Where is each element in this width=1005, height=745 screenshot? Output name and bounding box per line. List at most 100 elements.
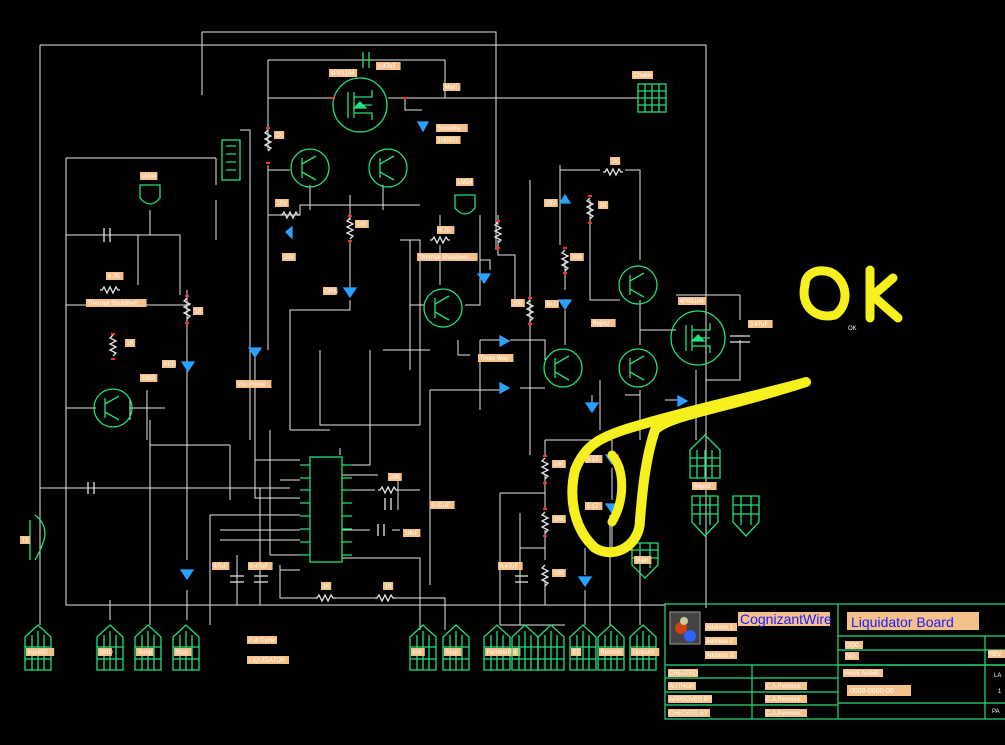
liquidator-label: LIQUIDATOR: [249, 658, 286, 664]
board-title: Liquidator Board: [851, 614, 954, 630]
connector-label: Input/O: [28, 650, 48, 656]
transistor-q4: [423, 288, 463, 328]
label-bg: [236, 380, 272, 388]
side-label-2: 1: [998, 689, 1002, 695]
mosfet-right: [670, 310, 726, 366]
connector-shapes: [631, 434, 760, 579]
label-bg: [598, 201, 609, 209]
pin-markers: [111, 97, 592, 537]
label-bg: [20, 536, 31, 544]
connector-2[interactable]: Temp: [134, 624, 162, 671]
label-bg: [552, 515, 566, 523]
connector-label: Stop: [176, 650, 189, 656]
side-label-3: PA: [992, 709, 1000, 715]
ok-annotation: [567, 265, 903, 558]
capacitors: [87, 228, 750, 583]
label-bg: [585, 455, 603, 463]
mosfet-top: [332, 77, 388, 133]
component-label-r-10k-b: 10K: [554, 517, 565, 523]
component-label-reject-b: Reject: [694, 484, 711, 490]
component-label-r-10k-c: 10K: [554, 571, 565, 577]
connector-4[interactable]: Ind: [409, 624, 437, 671]
label-bg: [631, 648, 660, 656]
connector-label: RemotePot: [487, 650, 517, 656]
component-label-c-001: 0.01uF: [432, 503, 451, 509]
connector-0[interactable]: Input/O: [24, 624, 55, 671]
component-label-main-b: Main: [636, 558, 649, 564]
title-block: [664, 603, 1005, 720]
component-label-r-10k-a: 10K: [554, 462, 565, 468]
label-bg: [585, 502, 603, 510]
choke-inductor: [637, 83, 667, 113]
component-label-r-1k-b: 1K: [127, 341, 134, 347]
ok-annotation-text: OK: [848, 326, 857, 332]
label-bg: [571, 648, 582, 656]
main-ic: [300, 456, 352, 563]
connector-label: Remote: [601, 650, 623, 656]
label-bg: [376, 62, 401, 70]
components: [29, 52, 760, 603]
label-bg: [478, 354, 514, 362]
label-bg: [511, 299, 525, 307]
full-cycle-label: Full Cycle: [249, 638, 276, 644]
label-bg: [748, 320, 773, 328]
component-label-r-1k-f: 1K: [323, 584, 330, 590]
label-bg: [323, 287, 337, 295]
transistor-q3: [93, 388, 133, 428]
approved-value: C.A.Pennock: [766, 697, 802, 703]
connector-label: GND: [100, 650, 114, 656]
component-label-grn: GRN: [325, 289, 338, 295]
label-bg: [174, 648, 192, 656]
label-bg: [456, 178, 474, 186]
label-bg: [140, 374, 158, 382]
lm34-sensor-mid: [454, 194, 476, 215]
component-label-t-label: T1: [22, 538, 30, 544]
author-label: AUTHOR: [669, 684, 695, 690]
label-bg: [436, 124, 468, 132]
component-label-cap-top: 0.47uF: [378, 64, 397, 70]
component-label-lm34-left: LM34: [142, 174, 158, 180]
connector-5[interactable]: Stop: [442, 624, 470, 671]
transistor-q5: [618, 265, 658, 305]
label-bg: [411, 648, 425, 656]
component-label-r-1k-a: 1K: [276, 133, 283, 139]
component-label-lm34-mid: LM34: [458, 180, 474, 186]
component-label-z-1: 5.1Z: [587, 457, 599, 463]
connector-10[interactable]: Remote: [597, 624, 625, 671]
component-label-c-047a: 0.47uF: [250, 564, 269, 570]
component-label-ic-cap: 3300: [142, 376, 156, 382]
connector-8[interactable]: [537, 624, 565, 671]
connector-9[interactable]: EC: [569, 624, 597, 671]
component-label-r-100-c: 100: [572, 255, 583, 261]
component-label-ic2-part: 4P03104: [680, 299, 705, 305]
connector-6[interactable]: RemotePot: [483, 624, 521, 671]
connector-3[interactable]: Stop: [172, 624, 200, 671]
connector-1[interactable]: GND: [96, 624, 124, 671]
label-bg: [388, 473, 402, 481]
rev-label: REV.: [989, 652, 1003, 658]
address-3: Address 3: [706, 653, 734, 659]
component-label-r-15v-b: 15V: [546, 201, 557, 207]
connector-11[interactable]: OutputV: [629, 624, 660, 671]
label-bg: [321, 582, 332, 590]
label-bg: [444, 648, 462, 656]
component-label-blu: BLU: [547, 302, 559, 308]
page-name-label: PAGE NAME: [844, 671, 879, 677]
label-bg: [98, 648, 112, 656]
label-bg: [106, 272, 124, 280]
author-value: C.A.Pennock: [766, 684, 802, 690]
resistors: [100, 129, 623, 603]
component-label-main: Main: [445, 85, 458, 91]
component-label-z-15v: 15V: [284, 255, 295, 261]
component-label-choke: Choke: [634, 73, 652, 79]
doc-number: 0000-0000-00: [850, 688, 894, 695]
component-label-r-100-b: 100: [513, 301, 524, 307]
label-bg: [140, 172, 158, 180]
company-name: CognizantWire: [740, 611, 832, 627]
label-bg: [430, 501, 455, 509]
label-bg: [383, 582, 394, 590]
label-bg: [591, 319, 616, 327]
component-label-reject-a: Reject: [593, 321, 610, 327]
label-bg: [599, 648, 624, 656]
